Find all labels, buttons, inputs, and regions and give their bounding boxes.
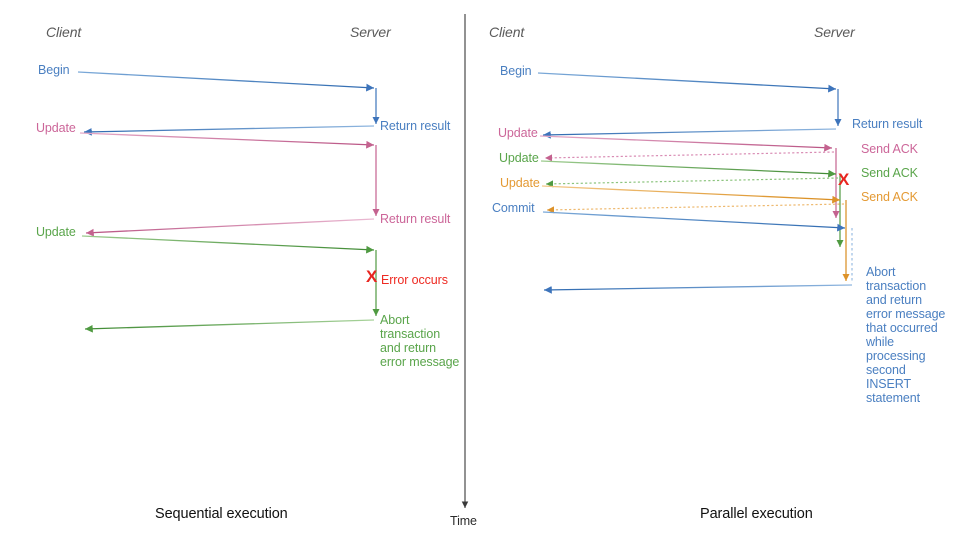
panel-sequential xyxy=(77,71,380,333)
parallel-client-label-begin: Begin xyxy=(500,64,532,78)
parallel-client-label-update-1: Update xyxy=(498,126,538,140)
message-return-result-pink xyxy=(85,218,375,237)
parallel-actor-client: Client xyxy=(489,24,525,40)
sequential-client-label-begin: Begin xyxy=(38,63,70,77)
p-message-begin-blue xyxy=(537,72,837,93)
sequential-error-x-icon: X xyxy=(366,267,378,286)
p-message-ack-green xyxy=(545,177,839,188)
parallel-client-label-update-3: Update xyxy=(500,176,540,190)
sequential-server-label-error-occurs: Error occurs xyxy=(381,273,448,287)
sequential-server-label-return-result-1: Return result xyxy=(380,119,451,133)
p-message-return-result-blue xyxy=(542,128,837,139)
parallel-actor-server: Server xyxy=(814,24,855,40)
sequential-client-label-update-2: Update xyxy=(36,225,76,239)
p-message-abort-blue xyxy=(543,284,853,294)
sequential-actor-client: Client xyxy=(46,24,82,40)
sequential-caption: Sequential execution xyxy=(155,506,288,522)
parallel-server-label-abort: Abort transaction and return error messa… xyxy=(866,265,946,405)
sequential-server-label-abort: Abort transaction and return error messa… xyxy=(380,313,460,369)
parallel-server-label-ack-1: Send ACK xyxy=(861,142,918,156)
parallel-server-label-return-result: Return result xyxy=(852,117,923,131)
sequential-actor-server: Server xyxy=(350,24,391,40)
p-message-update-orange xyxy=(541,185,841,204)
sequential-server-label-return-result-2: Return result xyxy=(380,212,451,226)
p-message-commit-blue xyxy=(542,211,846,232)
p-message-update-pink xyxy=(539,135,833,152)
message-update-green xyxy=(81,235,375,254)
parallel-error-x-icon: X xyxy=(838,170,850,189)
parallel-server-label-ack-2: Send ACK xyxy=(861,166,918,180)
p-message-ack-pink xyxy=(544,151,835,162)
sequential-client-label-update-1: Update xyxy=(36,121,76,135)
p-message-ack-orange xyxy=(546,203,845,214)
time-axis-label: Time xyxy=(450,514,477,528)
message-return-result-blue xyxy=(83,125,375,136)
p-message-update-green xyxy=(540,160,837,178)
parallel-caption: Parallel execution xyxy=(700,506,813,522)
parallel-server-label-ack-3: Send ACK xyxy=(861,190,918,204)
message-abort-green xyxy=(84,319,375,333)
message-begin-blue xyxy=(77,71,375,92)
message-update-pink xyxy=(79,132,375,149)
parallel-client-label-update-2: Update xyxy=(499,151,539,165)
parallel-client-label-commit: Commit xyxy=(492,201,535,215)
panel-parallel xyxy=(537,72,853,294)
